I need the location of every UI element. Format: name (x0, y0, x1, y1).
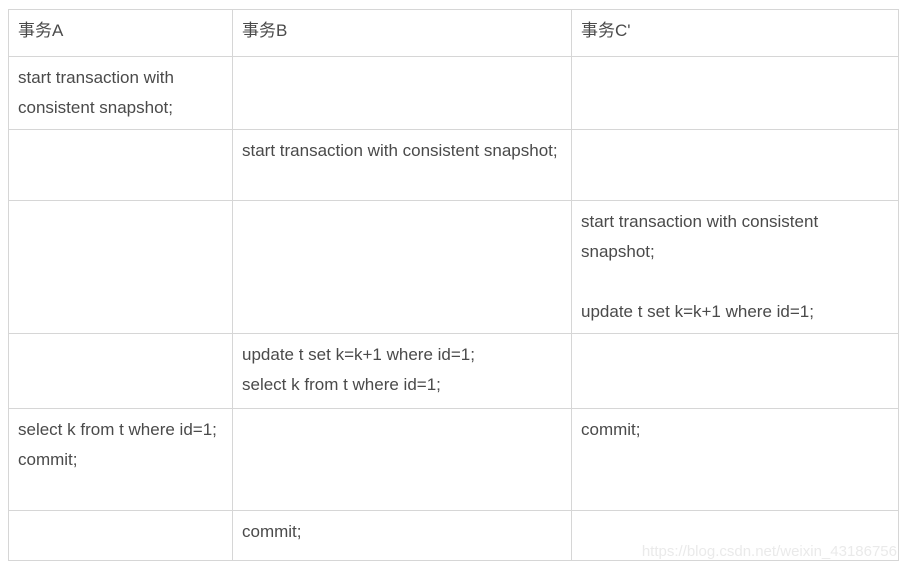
cell-transaction-a (8, 510, 233, 561)
cell-transaction-b (232, 200, 572, 334)
cell-transaction-c (571, 333, 899, 409)
column-header-transaction-a: 事务A (8, 9, 233, 57)
table-row: update t set k=k+1 where id=1; select k … (8, 333, 899, 409)
table-row: select k from t where id=1; commit; comm… (8, 408, 899, 511)
table-header-row: 事务A 事务B 事务C' (8, 9, 899, 57)
table-row: start transaction with consistent snapsh… (8, 200, 899, 334)
cell-transaction-c: commit; (571, 408, 899, 511)
cell-transaction-b: start transaction with consistent snapsh… (232, 129, 572, 201)
cell-transaction-a: start transaction with consistent snapsh… (8, 56, 233, 130)
cell-transaction-c: start transaction with consistent snapsh… (571, 200, 899, 334)
cell-transaction-c (571, 129, 899, 201)
cell-transaction-a (8, 129, 233, 201)
cell-transaction-c (571, 56, 899, 130)
cell-transaction-b (232, 408, 572, 511)
column-header-transaction-b: 事务B (232, 9, 572, 57)
cell-transaction-c (571, 510, 899, 561)
cell-transaction-a: select k from t where id=1; commit; (8, 408, 233, 511)
cell-transaction-b: commit; (232, 510, 572, 561)
cell-transaction-b (232, 56, 572, 130)
cell-transaction-a (8, 200, 233, 334)
column-header-transaction-c: 事务C' (571, 9, 899, 57)
cell-transaction-b: update t set k=k+1 where id=1; select k … (232, 333, 572, 409)
cell-transaction-a (8, 333, 233, 409)
transaction-sequence-table: 事务A 事务B 事务C' start transaction with cons… (8, 9, 899, 561)
table-row: start transaction with consistent snapsh… (8, 56, 899, 130)
table-row: start transaction with consistent snapsh… (8, 129, 899, 201)
table-row: commit; (8, 510, 899, 561)
